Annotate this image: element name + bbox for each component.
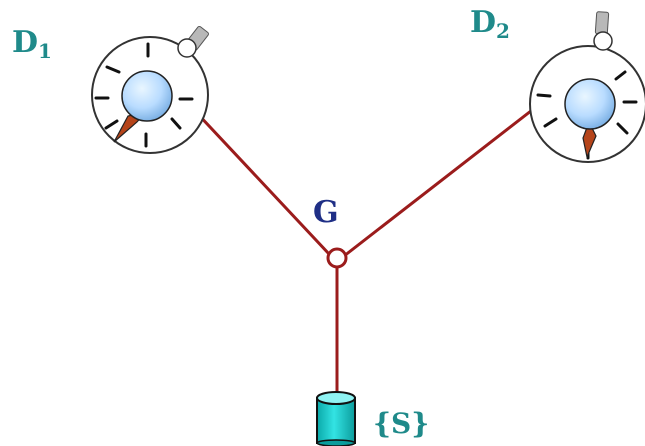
label-g: G: [313, 195, 339, 230]
label-s: {S}: [373, 407, 429, 440]
dynamometer-d2-icon: [529, 11, 645, 163]
label-d2: D2: [470, 5, 510, 43]
ring-g-icon: [326, 247, 348, 269]
label-d1-subscript: 1: [38, 39, 52, 63]
label-d1: D1: [12, 25, 52, 63]
dynamometer-d1-icon: [91, 25, 209, 154]
strings: [163, 74, 578, 394]
weight-s-icon: [316, 391, 356, 446]
label-d2-subscript: 2: [496, 19, 510, 43]
